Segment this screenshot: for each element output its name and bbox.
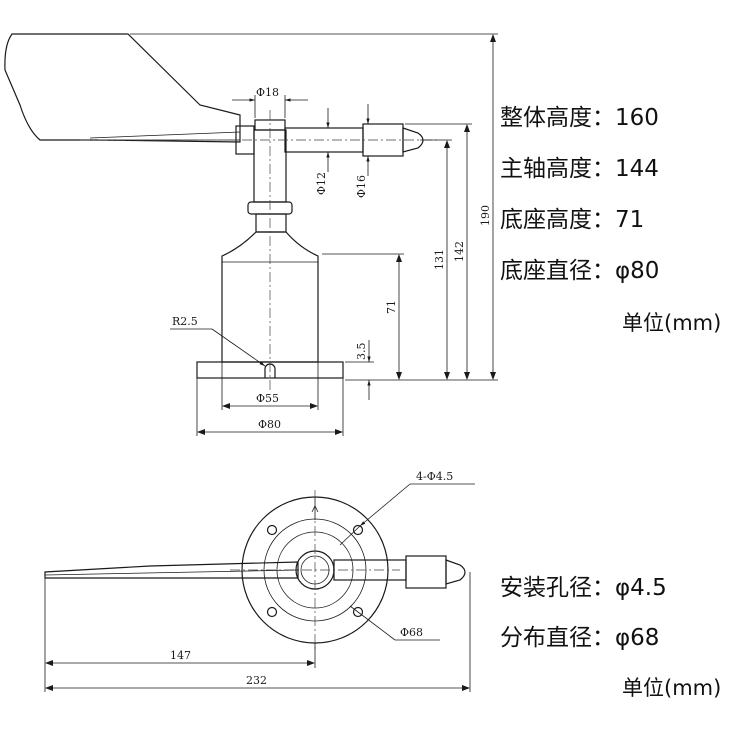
spec-value: φ68 xyxy=(615,625,660,651)
top-view: 4-Φ4.5 Φ68 147 232 xyxy=(44,470,475,692)
mounting-hole xyxy=(266,606,278,618)
spec-value: 144 xyxy=(615,156,659,182)
spec-value: 71 xyxy=(615,207,645,233)
spec-hole-diameter: 安装孔径：φ4.5 xyxy=(500,568,667,602)
spec-pitch-diameter: 分布直径：φ68 xyxy=(500,618,659,652)
dim-d68: Φ68 xyxy=(400,626,423,639)
dim-131: 131 xyxy=(433,249,446,270)
spec-value: φ80 xyxy=(615,258,660,284)
dim-142: 142 xyxy=(453,241,466,262)
spec-value: φ4.5 xyxy=(615,575,667,601)
spec-label: 安装孔径： xyxy=(500,575,615,601)
dim-3-5: 3.5 xyxy=(355,343,368,361)
dim-190: 190 xyxy=(479,205,492,226)
spec-label: 底座直径： xyxy=(500,258,615,284)
dim-147: 147 xyxy=(170,649,191,662)
nose-top xyxy=(445,559,466,585)
dim-r2-5: R2.5 xyxy=(172,315,198,328)
nose-cone xyxy=(402,127,424,153)
spec-label: 主轴高度： xyxy=(500,156,615,182)
dim-71: 71 xyxy=(385,300,398,314)
neck xyxy=(255,213,287,233)
spec-label: 整体高度： xyxy=(500,105,615,131)
spec-base-diameter: 底座直径：φ80 xyxy=(500,251,659,285)
spec-label: 分布直径： xyxy=(500,625,615,651)
tail-vane-top xyxy=(44,561,299,579)
dim-d80: Φ80 xyxy=(258,418,281,431)
dim-d55: Φ55 xyxy=(256,392,279,405)
dim-d12: Φ12 xyxy=(315,172,328,195)
side-view: Φ18 Φ12 Φ16 190 142 131 xyxy=(4,33,498,436)
spec-base-height: 底座高度：71 xyxy=(500,200,644,234)
spec-value: 160 xyxy=(615,105,659,131)
mounting-hole xyxy=(352,524,364,536)
tail-fin xyxy=(4,33,241,143)
spec-label: 底座高度： xyxy=(500,207,615,233)
spec-shaft-height: 主轴高度：144 xyxy=(500,149,659,183)
dim-d18: Φ18 xyxy=(256,86,279,99)
dim-holes: 4-Φ4.5 xyxy=(416,470,453,483)
dim-d16: Φ16 xyxy=(355,175,368,198)
mounting-hole xyxy=(266,524,278,536)
spec-overall-height: 整体高度：160 xyxy=(500,98,659,132)
counterweight-top xyxy=(405,555,447,589)
unit-label-bottom: 单位(mm) xyxy=(622,676,722,700)
mounting-hole xyxy=(352,606,364,618)
unit-label-top: 单位(mm) xyxy=(622,311,722,335)
dim-232: 232 xyxy=(246,674,267,687)
